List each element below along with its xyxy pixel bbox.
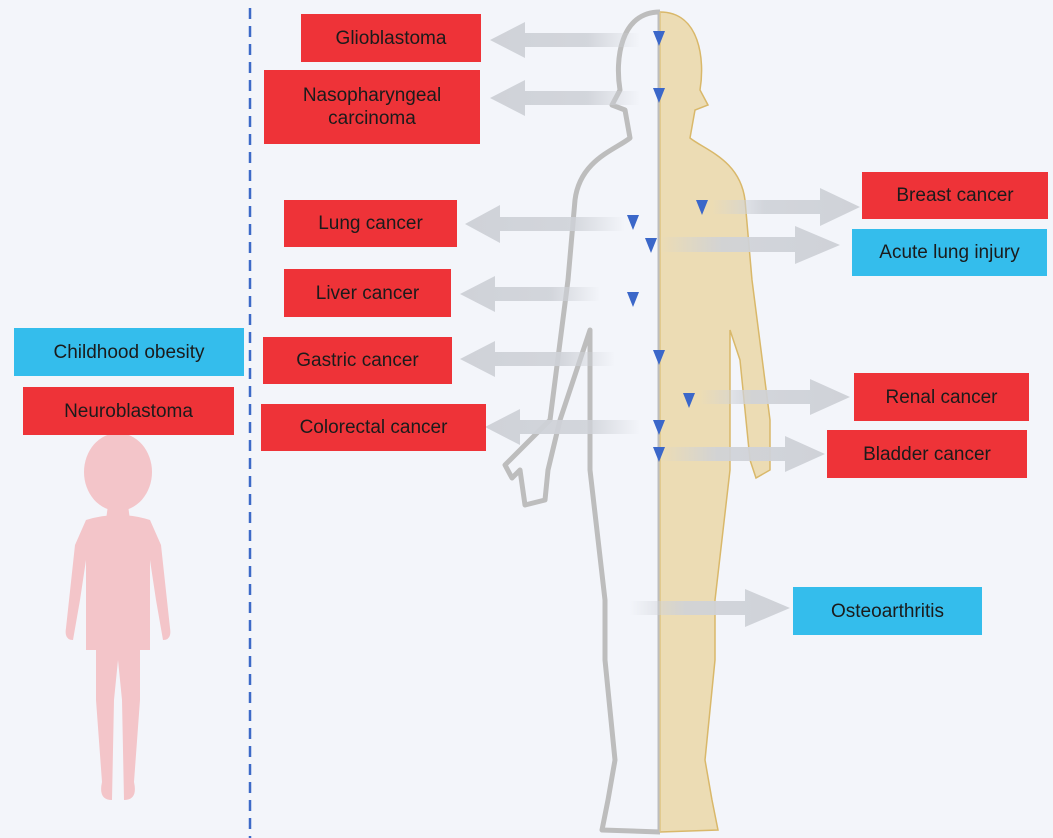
label-neuroblastoma: Neuroblastoma: [23, 387, 234, 435]
label-text: Nasopharyngeal carcinoma: [302, 85, 442, 129]
arrows-right: [630, 188, 860, 627]
arrow-icon: [460, 276, 600, 312]
arrow-icon: [485, 409, 640, 445]
label-nasopharyngeal-carcinoma: Nasopharyngeal carcinoma: [264, 70, 480, 144]
label-liver-cancer: Liver cancer: [284, 269, 451, 317]
arrow-icon: [490, 80, 640, 116]
triangle-marker-icon: [696, 200, 708, 215]
label-text: Breast cancer: [896, 185, 1014, 206]
label-text: Lung cancer: [318, 213, 423, 234]
arrow-icon: [465, 205, 625, 243]
arrow-icon: [712, 188, 860, 226]
triangle-marker-icon: [653, 420, 665, 435]
arrow-icon: [490, 22, 640, 58]
label-osteoarthritis: Osteoarthritis: [793, 587, 982, 635]
label-glioblastoma: Glioblastoma: [301, 14, 481, 62]
arrow-icon: [700, 379, 850, 415]
label-text: Childhood obesity: [53, 341, 205, 363]
arrow-icon: [630, 589, 790, 627]
triangle-marker-icon: [683, 393, 695, 408]
label-text: Acute lung injury: [879, 242, 1020, 263]
triangle-marker-icon: [627, 292, 639, 307]
label-text: Osteoarthritis: [831, 600, 944, 622]
triangle-marker-icon: [627, 215, 639, 230]
label-renal-cancer: Renal cancer: [854, 373, 1029, 421]
markers: [627, 31, 708, 462]
triangle-marker-icon: [645, 238, 657, 253]
triangle-marker-icon: [653, 447, 665, 462]
label-childhood-obesity: Childhood obesity: [14, 328, 244, 376]
triangle-marker-icon: [653, 350, 665, 365]
adult-body-fill: [660, 11, 771, 833]
label-text: Renal cancer: [885, 386, 998, 408]
arrow-icon: [660, 436, 825, 472]
label-text: Bladder cancer: [863, 443, 991, 465]
label-acute-lung-injury: Acute lung injury: [852, 229, 1047, 276]
label-text: Colorectal cancer: [299, 417, 448, 438]
label-text: Liver cancer: [315, 282, 420, 304]
arrow-icon: [460, 341, 615, 377]
triangle-marker-icon: [653, 31, 665, 46]
label-colorectal-cancer: Colorectal cancer: [261, 404, 486, 451]
label-text: Glioblastoma: [335, 27, 447, 49]
child-silhouette-icon: [65, 433, 171, 800]
label-bladder-cancer: Bladder cancer: [827, 430, 1027, 478]
triangle-marker-icon: [653, 88, 665, 103]
label-text: Neuroblastoma: [64, 400, 193, 422]
label-lung-cancer: Lung cancer: [284, 200, 457, 247]
arrows-left: [460, 22, 640, 445]
label-gastric-cancer: Gastric cancer: [263, 337, 452, 384]
label-breast-cancer: Breast cancer: [862, 172, 1048, 219]
arrow-icon: [660, 226, 840, 264]
label-text: Gastric cancer: [296, 350, 419, 371]
